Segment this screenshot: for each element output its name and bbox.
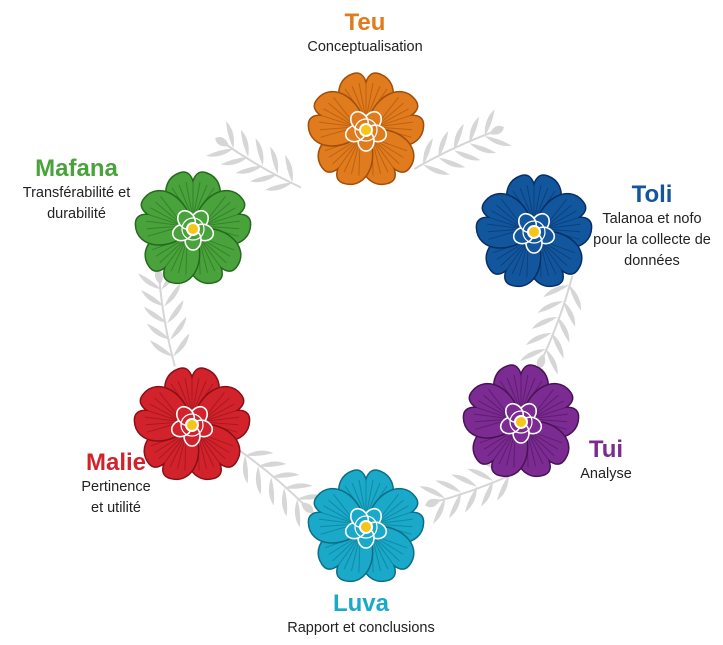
stage-title-tui: Tui xyxy=(588,436,624,463)
fern-leaf-3 xyxy=(520,275,581,375)
stage-desc-luva: Rapport et conclusions xyxy=(287,620,435,636)
stage-title-mafana: Mafana xyxy=(35,155,118,182)
stage-desc-teu: Conceptualisation xyxy=(307,39,423,55)
flower-toli xyxy=(475,174,593,288)
fern-leaf-4 xyxy=(419,463,519,524)
fern-leaf-2 xyxy=(413,109,512,175)
stage-desc-mafana: Transférabilité et durabilité xyxy=(22,185,131,222)
stage-title-malie: Malie xyxy=(85,449,147,476)
stage-desc-malie: Pertinence et utilité xyxy=(81,479,151,516)
stage-label-teu: Teu Conceptualisation xyxy=(255,9,475,58)
stage-label-luva: Luva Rapport et conclusions xyxy=(251,590,471,639)
fern-leaf-5 xyxy=(236,448,326,528)
stage-title-teu: Teu xyxy=(344,9,386,36)
flowers xyxy=(133,72,593,583)
stage-title-luva: Luva xyxy=(332,590,389,617)
flower-tui xyxy=(462,364,580,478)
fern-leaf-6 xyxy=(138,266,190,367)
stage-desc-toli: Talanoa et nofo pour la collecte de donn… xyxy=(593,211,711,269)
stage-title-toli: Toli xyxy=(631,181,673,208)
flower-malie xyxy=(133,367,251,481)
stage-label-malie: Malie Pertinence et utilité xyxy=(46,449,186,519)
fern-leaves xyxy=(138,109,581,528)
stage-desc-tui: Analyse xyxy=(580,466,632,482)
flower-luva xyxy=(307,469,425,583)
fern-leaf-1 xyxy=(206,121,302,191)
stage-label-mafana: Mafana Transférabilité et durabilité xyxy=(4,155,149,225)
stage-label-tui: Tui Analyse xyxy=(566,436,646,485)
flower-mafana xyxy=(134,171,252,285)
stage-label-toli: Toli Talanoa et nofo pour la collecte de… xyxy=(583,181,721,272)
flower-teu xyxy=(307,72,425,186)
